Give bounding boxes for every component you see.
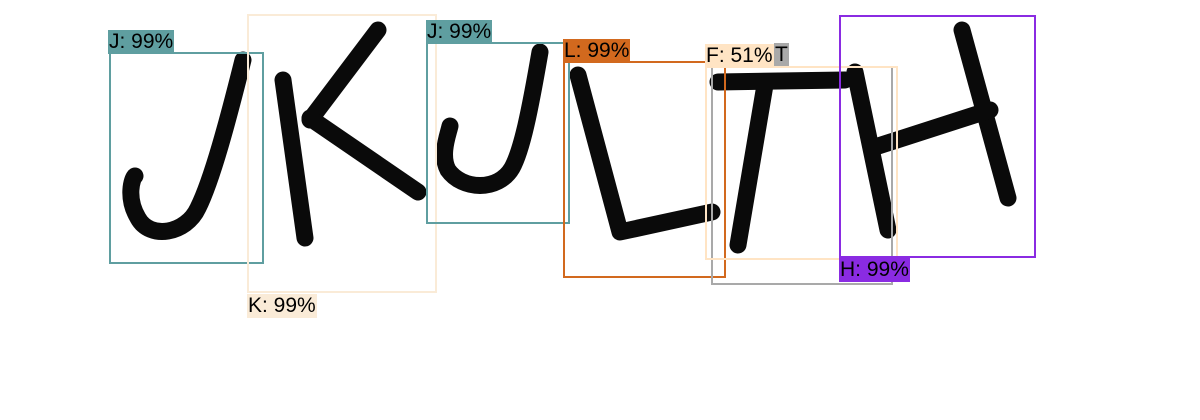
detection-box-h bbox=[839, 15, 1036, 258]
letter-k-lower bbox=[301, 109, 427, 201]
letter-j-2 bbox=[436, 43, 549, 194]
detection-label-f: F: 51% bbox=[705, 44, 774, 68]
letter-j-1 bbox=[122, 51, 252, 240]
detection-box-f bbox=[705, 66, 898, 260]
detection-label-j-2: J: 99% bbox=[426, 20, 493, 44]
detection-label-j: J: 99% bbox=[108, 30, 175, 54]
letter-t-bar bbox=[709, 71, 854, 91]
detection-label-l: L: 99% bbox=[563, 39, 631, 63]
detection-label-k: K: 99% bbox=[247, 294, 317, 318]
detection-box-k bbox=[247, 14, 437, 293]
letter-l bbox=[569, 66, 721, 241]
detection-box-j-2 bbox=[426, 42, 570, 224]
detection-label-h: H: 99% bbox=[839, 258, 910, 282]
letter-k-stem bbox=[274, 71, 314, 247]
letter-k-upper bbox=[301, 21, 387, 129]
letter-t-stem bbox=[729, 76, 774, 254]
detection-box-j bbox=[109, 52, 264, 264]
detection-box-l bbox=[563, 61, 726, 278]
detection-label-t: T bbox=[774, 43, 789, 67]
